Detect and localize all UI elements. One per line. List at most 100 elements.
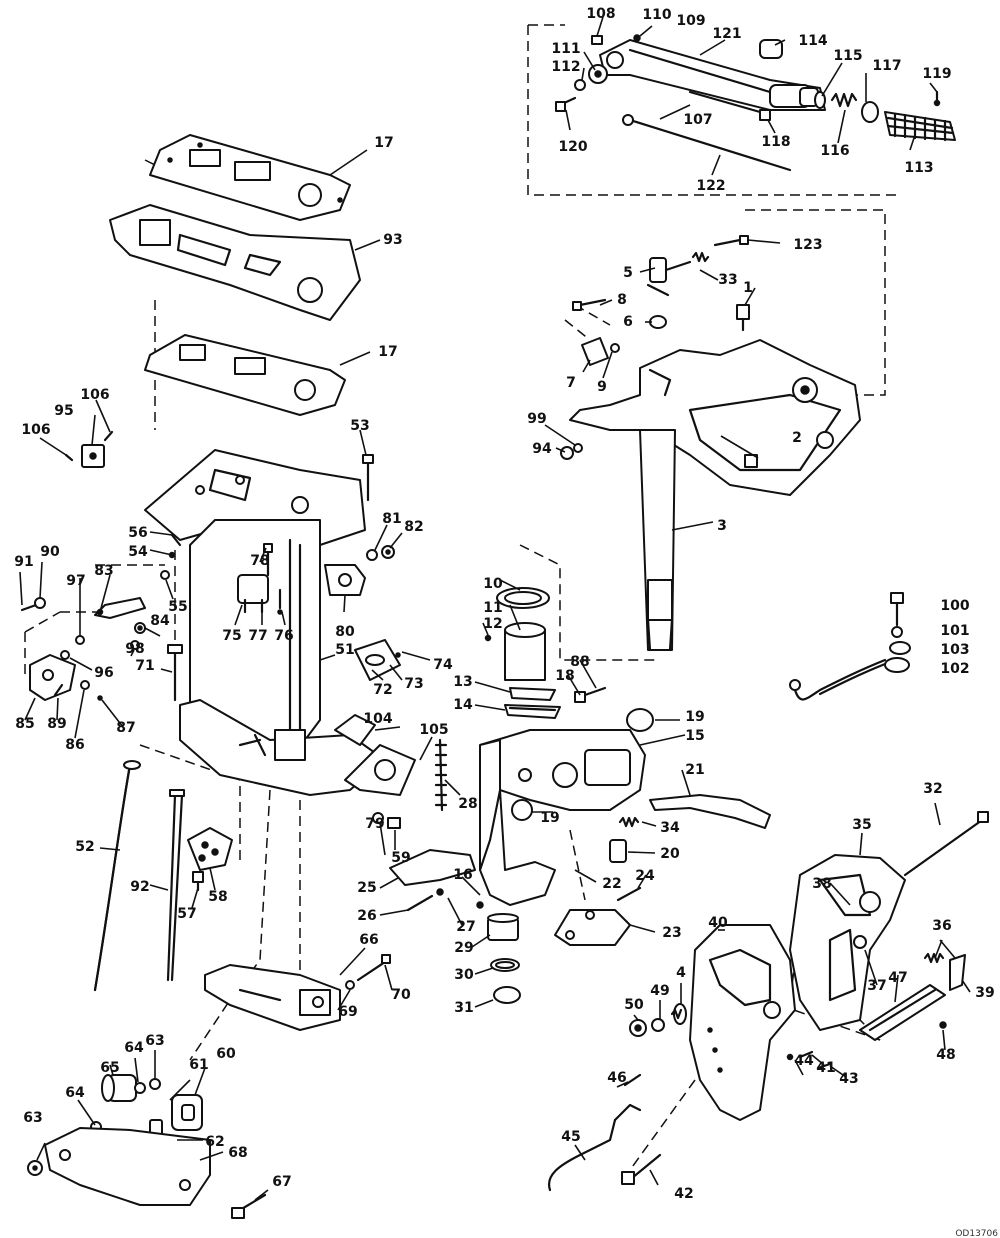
part-label: 43	[839, 1071, 858, 1087]
part-label: 12	[483, 616, 502, 632]
part-label: 48	[936, 1047, 955, 1063]
part-label: 33	[718, 272, 737, 288]
part-label: 117	[872, 58, 901, 74]
parts-57-59	[187, 812, 401, 892]
gaskets-upper	[109, 134, 361, 416]
part-label: 91	[14, 554, 33, 570]
part-label: 8	[617, 292, 627, 308]
part-label: 88	[570, 654, 589, 670]
part-label: 63	[23, 1110, 42, 1126]
part-label: 19	[540, 810, 559, 826]
part-label: 59	[391, 850, 410, 866]
part-label: 63	[145, 1033, 164, 1049]
part-label: 30	[454, 967, 474, 983]
part-label: 87	[116, 720, 135, 736]
part-label: 17	[378, 344, 397, 360]
part-label: 36	[932, 918, 951, 934]
part-label: 83	[94, 563, 113, 579]
part-label: 24	[635, 868, 655, 884]
part-label: 45	[561, 1129, 580, 1145]
part-label: 58	[208, 889, 227, 905]
clamp-brackets	[547, 811, 989, 1192]
part-label: 52	[75, 839, 94, 855]
part-label: 100	[940, 598, 969, 614]
part-label: 122	[696, 178, 725, 194]
part-label: 1	[743, 280, 753, 296]
part-label: 109	[676, 13, 705, 29]
part-label: 112	[551, 59, 580, 75]
part-label: 65	[100, 1060, 119, 1076]
part-label: 31	[454, 1000, 473, 1016]
parts-60-68	[27, 1074, 267, 1219]
part-label: 9	[597, 379, 607, 395]
part-label: 54	[128, 544, 148, 560]
part-label: 108	[586, 6, 615, 22]
part-label: 4	[676, 965, 686, 981]
part-label: 72	[373, 682, 392, 698]
part-label: 7	[566, 375, 576, 391]
part-label: 40	[708, 915, 728, 931]
part-label: 90	[40, 544, 60, 560]
part-label: 3	[717, 518, 727, 534]
part-label: 113	[904, 160, 933, 176]
part-label: 27	[456, 919, 475, 935]
part-label: 2	[792, 430, 802, 446]
part-label: 80	[335, 624, 355, 640]
part-label: 119	[922, 66, 951, 82]
part-label: 97	[66, 573, 85, 589]
part-label: 64	[124, 1040, 144, 1056]
part-label: 114	[798, 33, 827, 49]
part-label: 78	[250, 553, 269, 569]
swivel-bracket	[560, 235, 861, 652]
part-label: 16	[453, 867, 472, 883]
part-label: 104	[363, 711, 392, 727]
part-label: 57	[177, 906, 196, 922]
ground-strap	[789, 592, 911, 701]
part-label: 46	[607, 1070, 626, 1086]
part-label: 110	[642, 7, 671, 23]
part-label: 15	[685, 728, 704, 744]
part-label: 98	[125, 641, 144, 657]
part-label: 41	[816, 1060, 835, 1076]
part-label: 55	[168, 599, 187, 615]
part-label: 67	[272, 1174, 291, 1190]
part-label: 76	[274, 628, 293, 644]
part-label: 34	[660, 820, 680, 836]
part-label: 102	[940, 661, 969, 677]
part-label: 95	[54, 403, 73, 419]
part-label: 14	[453, 697, 473, 713]
part-label: 93	[383, 232, 402, 248]
part-label: 23	[662, 925, 681, 941]
part-label: 103	[940, 642, 969, 658]
parts-66-70	[204, 954, 391, 1031]
part-number-labels: 1 2 3 4 5 6 7 8 9 10 11 12 13 14 15 16 1…	[14, 6, 998, 1238]
part-label: 37	[867, 978, 886, 994]
part-label: 17	[374, 135, 393, 151]
part-label: 92	[130, 879, 149, 895]
part-label: 39	[975, 985, 994, 1001]
exhaust-housing	[144, 449, 386, 796]
part-label: 116	[820, 143, 849, 159]
tiller-handle-assembly	[555, 34, 956, 172]
part-label: 10	[483, 576, 503, 592]
part-label: 64	[65, 1085, 85, 1101]
parts-25-31	[389, 849, 521, 1004]
part-label: 32	[923, 781, 942, 797]
parts-104-105-28	[334, 714, 448, 812]
part-label: 22	[602, 876, 621, 892]
part-label: 66	[359, 932, 378, 948]
part-label: 107	[683, 112, 712, 128]
parts-75-82	[237, 543, 395, 615]
part-label: 50	[624, 997, 644, 1013]
part-53-bolt	[362, 454, 374, 502]
part-label: 71	[135, 658, 154, 674]
part-label: 73	[404, 676, 423, 692]
part-label: 29	[454, 940, 473, 956]
part-label: 47	[888, 970, 907, 986]
part-label: 6	[623, 314, 633, 330]
footer-code: OD13706	[955, 1229, 998, 1238]
part-label: 51	[335, 642, 354, 658]
part-label: 81	[382, 511, 401, 527]
part-label: 68	[228, 1145, 247, 1161]
